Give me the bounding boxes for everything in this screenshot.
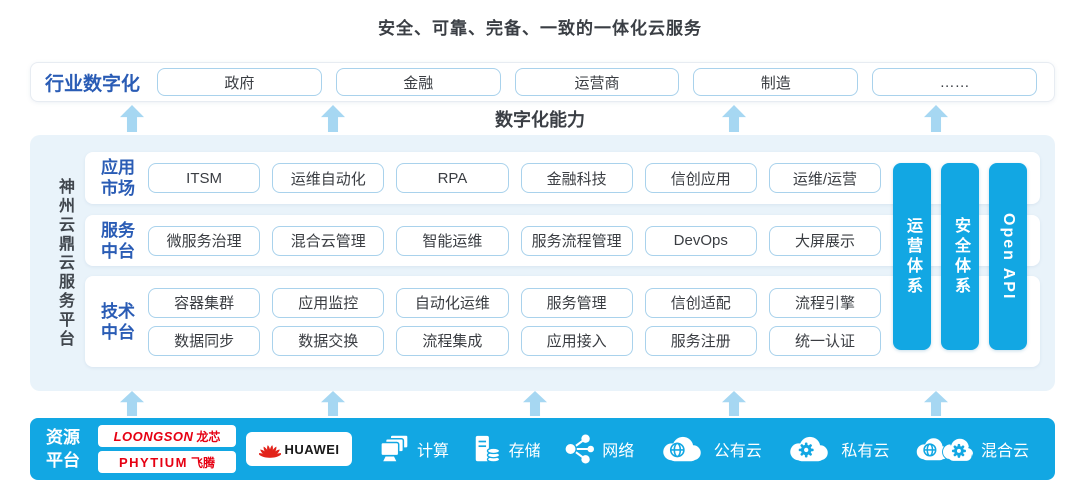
service-compute: 计算 [378, 434, 449, 464]
capability-item: 服务流程管理 [520, 225, 633, 256]
up-arrow-icon [321, 391, 345, 416]
row-tech-platform: 技术中台 容器集群 应用监控 自动化运维 服务管理 信创适配 流程引擎 数据同步… [85, 276, 1040, 367]
capability-item: DevOps [644, 225, 757, 256]
capability-item: 应用接入 [520, 325, 633, 356]
service-public-cloud: 公有云 [657, 434, 762, 464]
capability-item: 智能运维 [396, 225, 509, 256]
capability-item: 统一认证 [768, 325, 882, 356]
capability-item: 数据同步 [148, 325, 261, 356]
capability-item: 信创应用 [644, 163, 757, 193]
compute-icon [380, 434, 409, 462]
resource-services: 计算 存储 [378, 434, 1029, 464]
industry-items: 政府 金融 运营商 制造 …… [157, 68, 1037, 96]
service-storage: 存储 [472, 434, 541, 464]
phytium-logo: PHYTIUM 飞腾 [98, 451, 236, 473]
huawei-flower-icon [258, 445, 281, 458]
row-service-platform: 服务中台 微服务治理 混合云管理 智能运维 服务流程管理 DevOps 大屏展示 [85, 215, 1040, 266]
hybrid-cloud-icon [916, 437, 974, 462]
capability-item: 微服务治理 [148, 225, 261, 256]
row-label: 服务中台 [101, 220, 135, 261]
network-icon [564, 434, 595, 464]
resource-platform-bar: 资源平台 LOONGSON 龙芯 PHYTIUM 飞腾 [30, 418, 1055, 480]
pillar-security-system: 安全体系 [941, 163, 979, 350]
service-network: 网络 [563, 434, 634, 464]
private-cloud-icon [790, 436, 829, 462]
capability-item: 流程引擎 [768, 287, 882, 318]
pillar-operation-system: 运营体系 [893, 163, 931, 350]
capability-item: 数据交换 [272, 325, 385, 356]
platform-side-label: 神州云鼎云服务平台 [56, 177, 73, 349]
row-app-market: 应用市场 ITSM 运维自动化 RPA 金融科技 信创应用 运维/运营 [85, 152, 1040, 204]
capability-item: 自动化运维 [396, 287, 509, 318]
industry-row-label: 行业数字化 [45, 73, 141, 95]
industry-item: 运营商 [514, 68, 680, 96]
industry-item: …… [872, 68, 1037, 96]
up-arrow-icon [120, 391, 144, 416]
capability-item: 流程集成 [396, 325, 509, 356]
loongson-logo: LOONGSON 龙芯 [98, 425, 236, 447]
service-hybrid-cloud: 混合云 [912, 434, 1029, 464]
capability-item: 服务注册 [644, 325, 757, 356]
up-arrow-icon [722, 391, 746, 416]
row-label: 应用市场 [101, 158, 135, 198]
pillar-open-api: Open API [989, 163, 1027, 350]
huawei-logo: HUAWEI [246, 432, 352, 466]
up-arrow-icon [924, 391, 948, 416]
resource-bar-label: 资源平台 [46, 428, 80, 470]
service-private-cloud: 私有云 [784, 434, 889, 464]
row-label: 技术中台 [101, 301, 135, 342]
capability-item: 混合云管理 [272, 225, 385, 256]
capability-item: 运维/运营 [768, 163, 882, 193]
industry-item: 制造 [693, 68, 859, 96]
platform-panel: 神州云鼎云服务平台 应用市场 ITSM 运维自动化 RPA 金融科技 信创应用 … [30, 135, 1055, 391]
capability-item: 金融科技 [520, 163, 633, 193]
industry-item: 金融 [335, 68, 501, 96]
storage-icon [475, 435, 500, 463]
page-title: 安全、可靠、完备、一致的一体化云服务 [378, 19, 702, 38]
public-cloud-icon [663, 436, 701, 462]
capability-item: 大屏展示 [768, 225, 882, 256]
capability-label: 数字化能力 [495, 110, 585, 130]
capability-item: RPA [396, 163, 509, 193]
industry-row: 行业数字化 政府 金融 运营商 制造 …… [30, 62, 1055, 102]
up-arrow-icon [523, 391, 547, 416]
capability-item: 信创适配 [644, 287, 757, 318]
capability-item: 运维自动化 [272, 163, 385, 193]
chip-vendors: LOONGSON 龙芯 PHYTIUM 飞腾 [98, 425, 236, 473]
capability-item: 容器集群 [148, 287, 261, 318]
capability-item: 应用监控 [272, 287, 385, 318]
industry-item: 政府 [157, 68, 322, 96]
capability-item: ITSM [148, 163, 261, 193]
capability-item: 服务管理 [520, 287, 633, 318]
